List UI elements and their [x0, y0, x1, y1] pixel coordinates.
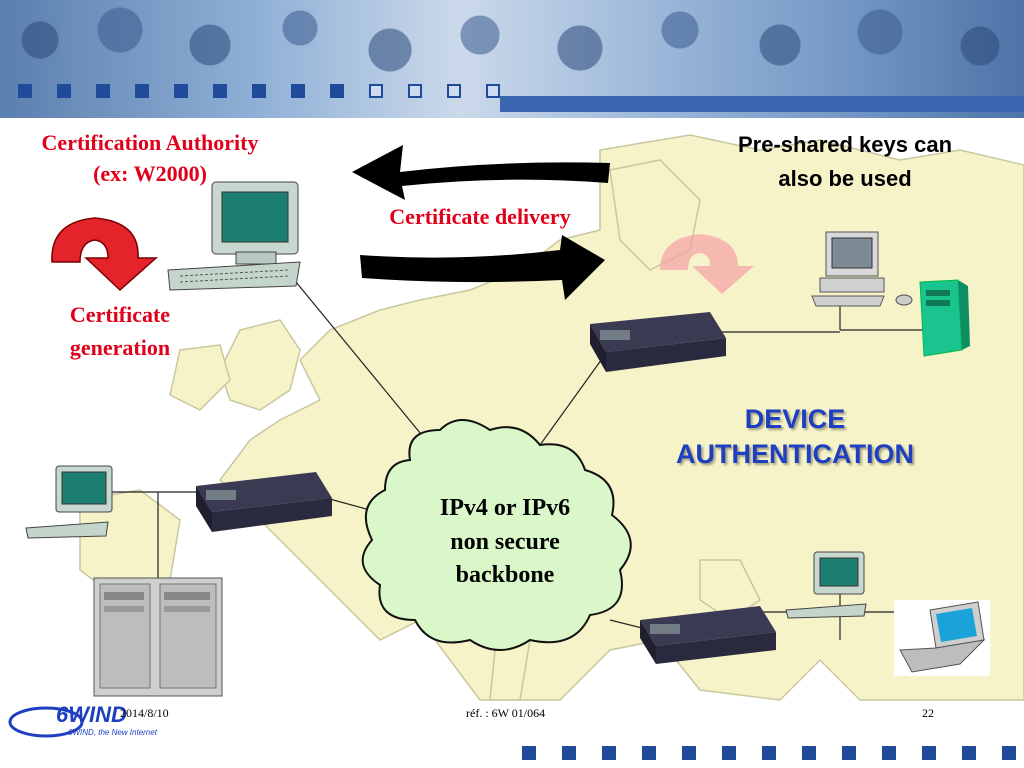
- header-square: [213, 84, 227, 98]
- cloud-line3: backbone: [455, 562, 555, 589]
- certificate-delivery-label: Certificate delivery: [389, 204, 571, 229]
- crt-computer-icon: [785, 551, 867, 619]
- header-square: [447, 84, 461, 98]
- footer-square: [682, 746, 696, 760]
- psk-line1: Pre-shared keys can: [737, 132, 953, 157]
- laptop-icon: [894, 600, 990, 676]
- router-icon: [590, 312, 726, 372]
- crowd-photo-image: [0, 0, 1024, 92]
- header-square: [291, 84, 305, 98]
- psk-line2: also be used: [778, 166, 912, 192]
- footer-square: [602, 746, 616, 760]
- backbone-cloud-label: IPv4 or IPv6 non secure backbone: [405, 492, 605, 593]
- ca-title: Certification Authority (ex: W2000): [0, 128, 300, 190]
- footer-reference: réf. : 6W 01/064: [466, 706, 546, 720]
- footer-square: [762, 746, 776, 760]
- header-square: [252, 84, 266, 98]
- footer-square: [922, 746, 936, 760]
- router-icon: [640, 606, 776, 664]
- crt-computer-icon: [811, 231, 913, 307]
- router-icon: [196, 472, 332, 532]
- logo-tagline: 6WIND, the New Internet: [68, 728, 157, 737]
- footer-square: [842, 746, 856, 760]
- cert-generation-line2: generation: [69, 335, 171, 360]
- slide-header-banner: [0, 0, 1024, 118]
- tower-server-icon: [919, 279, 970, 357]
- cloud-icon: [361, 419, 632, 651]
- header-square: [57, 84, 71, 98]
- device-auth-line1: DEVICE: [744, 404, 846, 434]
- footer-square: [802, 746, 816, 760]
- pre-shared-keys-label: Pre-shared keys can also be used: [690, 128, 1000, 196]
- cert-generation-line1: Certificate: [69, 302, 171, 327]
- footer-square: [882, 746, 896, 760]
- header-bar: [500, 96, 1024, 112]
- header-square: [330, 84, 344, 98]
- header-square: [408, 84, 422, 98]
- mainframe-icon: [93, 577, 223, 697]
- header-square: [135, 84, 149, 98]
- right-arrow-icon: [360, 235, 605, 300]
- header-square: [174, 84, 188, 98]
- footer-date: 2014/8/10: [120, 706, 169, 720]
- footer-square: [962, 746, 976, 760]
- header-square: [486, 84, 500, 98]
- left-arrow-icon: [352, 145, 610, 200]
- company-logo: 6WIND 6WIND, the New Internet: [6, 700, 206, 750]
- certificate-generation-label: Certificate generation: [20, 298, 220, 364]
- header-square: [369, 84, 383, 98]
- header-square: [18, 84, 32, 98]
- ca-title-line: Certification Authority: [41, 130, 259, 155]
- device-auth-line2: AUTHENTICATION: [676, 439, 914, 470]
- logo-text: 6WIND: [56, 702, 127, 727]
- network-diagram: [25, 134, 1024, 701]
- header-square: [96, 84, 110, 98]
- device-authentication-label: DEVICE AUTHENTICATION: [610, 402, 980, 472]
- red-curved-arrow-icon: [51, 217, 158, 292]
- crt-computer-icon: [25, 465, 113, 539]
- crt-computer-icon: [167, 181, 301, 291]
- footer-square: [522, 746, 536, 760]
- footer-square: [1002, 746, 1016, 760]
- logo-swoosh-icon: [8, 706, 84, 738]
- footer-square: [642, 746, 656, 760]
- cloud-line1: IPv4 or IPv6: [439, 495, 571, 521]
- pink-curved-arrow-icon: [660, 234, 754, 294]
- footer-square: [562, 746, 576, 760]
- ca-subtitle-line: (ex: W2000): [93, 160, 207, 186]
- cloud-line2: non secure: [450, 528, 560, 555]
- footer-square: [722, 746, 736, 760]
- footer-page-number: 22: [922, 706, 934, 720]
